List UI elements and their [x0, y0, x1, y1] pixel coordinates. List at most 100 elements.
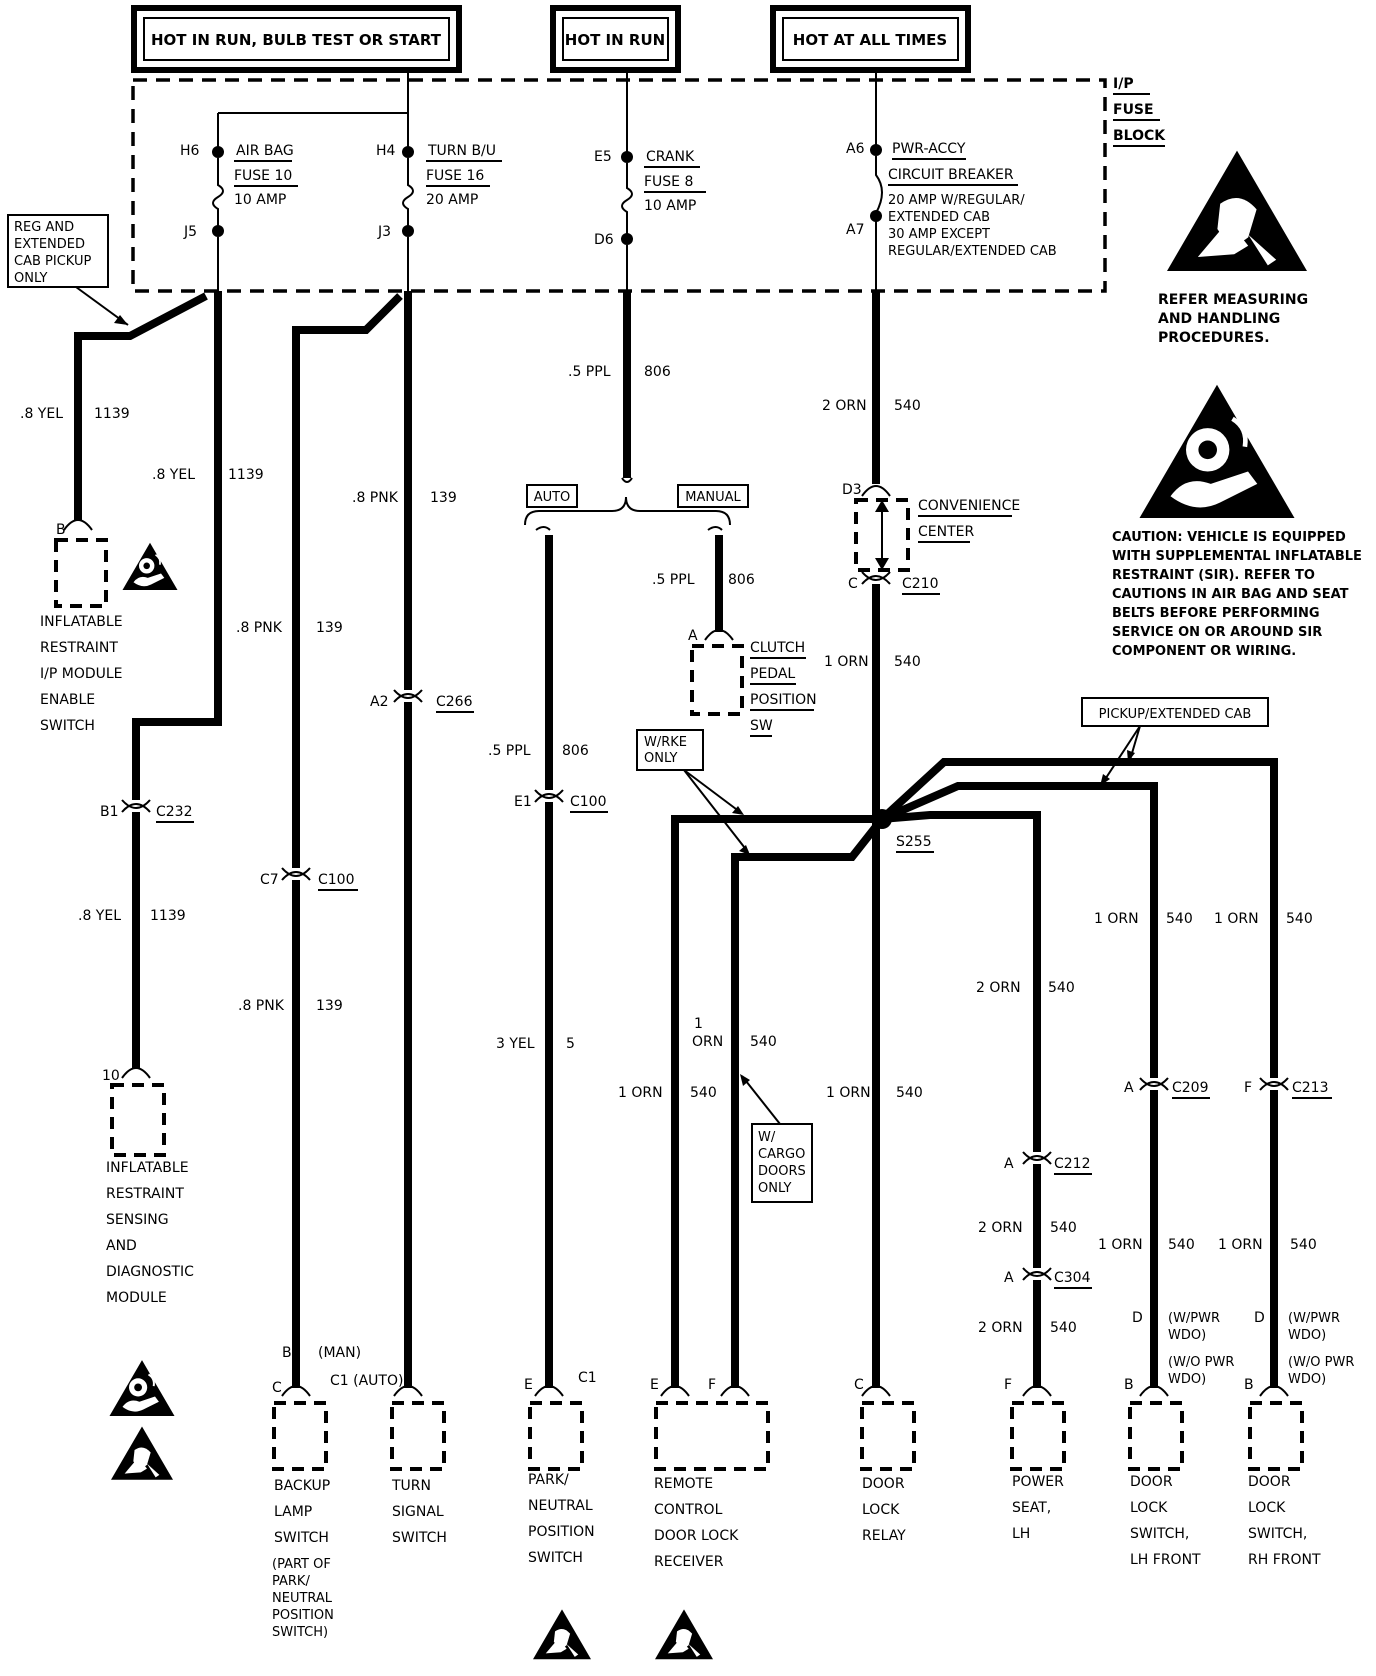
component-backup-lamp-switch: B (MAN) C C1 (AUTO) BACKUP LAMP SWITCH (…	[272, 1345, 403, 1640]
svg-text:RECEIVER: RECEIVER	[654, 1554, 724, 1570]
component-door-lock-switch-lh: D (W/PWR WDO) B (W/O PWR WDO) DOOR LOCK …	[1124, 1310, 1234, 1568]
svg-text:MODULE: MODULE	[106, 1290, 167, 1306]
wire-1139-enable	[63, 237, 219, 531]
svg-text:FUSE: FUSE	[1113, 102, 1154, 118]
note-w-rke: W/RKE ONLY	[636, 729, 750, 855]
svg-text:.8 PNK: .8 PNK	[236, 620, 283, 636]
wire-1139-sdm	[121, 291, 222, 1079]
svg-text:CAB PICKUP: CAB PICKUP	[14, 254, 91, 269]
wire-806-pnp	[534, 526, 564, 1397]
svg-text:F: F	[708, 1377, 716, 1393]
svg-text:1 ORN: 1 ORN	[1214, 911, 1259, 927]
svg-text:CONVENIENCE: CONVENIENCE	[918, 498, 1020, 514]
svg-text:RELAY: RELAY	[862, 1528, 906, 1544]
svg-text:LOCK: LOCK	[862, 1502, 900, 1518]
note-pickup-ext-cab: PICKUP/EXTENDED CAB	[1081, 697, 1269, 786]
svg-text:139: 139	[316, 620, 343, 636]
svg-text:(W/O PWR: (W/O PWR	[1288, 1355, 1354, 1370]
svg-text:REGULAR/EXTENDED CAB: REGULAR/EXTENDED CAB	[888, 244, 1057, 259]
svg-text:540: 540	[1048, 980, 1075, 996]
svg-text:SERVICE ON OR AROUND SIR: SERVICE ON OR AROUND SIR	[1112, 625, 1322, 640]
wire-540-rh	[879, 758, 1289, 1397]
svg-text:PARK/: PARK/	[272, 1574, 310, 1589]
wire-139-backup	[281, 237, 409, 1397]
svg-text:C: C	[848, 576, 858, 592]
svg-text:PEDAL: PEDAL	[750, 666, 795, 682]
svg-text:POSITION: POSITION	[272, 1608, 334, 1623]
wire-540-rke-e	[660, 815, 882, 1397]
wire-139-turn	[393, 291, 423, 1397]
svg-text:139: 139	[430, 490, 457, 506]
svg-text:ONLY: ONLY	[14, 271, 47, 286]
svg-text:RESTRAINT (SIR). REFER TO: RESTRAINT (SIR). REFER TO	[1112, 568, 1315, 583]
svg-text:F: F	[1004, 1377, 1012, 1393]
svg-text:SIGNAL: SIGNAL	[392, 1504, 444, 1520]
svg-text:A: A	[1004, 1156, 1014, 1172]
svg-text:1 ORN: 1 ORN	[618, 1085, 663, 1101]
svg-text:I/P MODULE: I/P MODULE	[40, 666, 123, 682]
svg-text:LAMP: LAMP	[274, 1504, 312, 1520]
wire-540-rke-f	[720, 816, 886, 1397]
air-bag-warning-icon: CAUTION: VEHICLE IS EQUIPPED WITH SUPPLE…	[1112, 385, 1362, 659]
svg-text:SENSING: SENSING	[106, 1212, 169, 1228]
svg-text:.8 PNK: .8 PNK	[238, 998, 285, 1014]
svg-text:FUSE 16: FUSE 16	[426, 168, 484, 184]
icon-stack-left	[108, 1359, 176, 1480]
svg-text:E: E	[524, 1377, 533, 1393]
svg-text:20 AMP: 20 AMP	[426, 192, 478, 208]
esd-icon-bottom-1	[533, 1609, 591, 1660]
svg-text:.5 PPL: .5 PPL	[488, 743, 531, 759]
svg-text:AND HANDLING: AND HANDLING	[1158, 311, 1280, 327]
component-pnp-switch: E C1 PARK/ NEUTRAL POSITION SWITCH	[524, 1370, 597, 1566]
esd-icon-bottom-2	[655, 1609, 713, 1660]
svg-text:POWER: POWER	[1012, 1474, 1064, 1490]
svg-text:INFLATABLE: INFLATABLE	[106, 1160, 189, 1176]
fuse-block: I/P FUSE BLOCK	[131, 76, 1166, 293]
svg-text:(W/PWR: (W/PWR	[1288, 1311, 1340, 1326]
svg-text:BLOCK: BLOCK	[1113, 128, 1166, 144]
circuit-breaker-pwr-accy: A6 A7 PWR-ACCY CIRCUIT BREAKER 20 AMP W/…	[846, 141, 1057, 259]
svg-text:E: E	[650, 1377, 659, 1393]
svg-text:(MAN): (MAN)	[318, 1345, 361, 1361]
svg-text:A7: A7	[846, 222, 864, 238]
svg-text:806: 806	[562, 743, 589, 759]
svg-text:DOOR: DOOR	[1248, 1474, 1291, 1490]
svg-text:ORN: ORN	[692, 1034, 723, 1050]
svg-text:540: 540	[894, 398, 921, 414]
svg-text:CIRCUIT BREAKER: CIRCUIT BREAKER	[888, 167, 1014, 183]
note-reg-ext-cab: REG AND EXTENDED CAB PICKUP ONLY	[7, 214, 129, 326]
svg-text:1 ORN: 1 ORN	[1094, 911, 1139, 927]
svg-text:(W/O PWR: (W/O PWR	[1168, 1355, 1234, 1370]
svg-text:AUTO: AUTO	[534, 490, 571, 505]
svg-text:1 ORN: 1 ORN	[1098, 1237, 1143, 1253]
svg-text:F: F	[1244, 1080, 1252, 1096]
svg-text:LH: LH	[1012, 1526, 1030, 1542]
svg-text:10: 10	[102, 1068, 120, 1084]
svg-text:DOORS: DOORS	[758, 1164, 806, 1179]
svg-text:BACKUP: BACKUP	[274, 1478, 330, 1494]
svg-text:540: 540	[1168, 1237, 1195, 1253]
svg-text:FUSE 8: FUSE 8	[644, 174, 693, 190]
svg-text:W/RKE: W/RKE	[644, 735, 687, 750]
svg-text:REFER MEASURING: REFER MEASURING	[1158, 292, 1308, 308]
svg-text:C: C	[854, 1377, 864, 1393]
svg-text:SWITCH,: SWITCH,	[1248, 1526, 1307, 1542]
svg-text:C: C	[272, 1380, 282, 1396]
svg-text:REMOTE: REMOTE	[654, 1476, 713, 1492]
wire-540-lh	[880, 782, 1169, 1397]
svg-text:C212: C212	[1054, 1156, 1091, 1172]
svg-text:C213: C213	[1292, 1080, 1329, 1096]
svg-text:H4: H4	[376, 143, 396, 159]
svg-text:SWITCH,: SWITCH,	[1130, 1526, 1189, 1542]
svg-text:RH FRONT: RH FRONT	[1248, 1552, 1321, 1568]
svg-text:BELTS BEFORE PERFORMING: BELTS BEFORE PERFORMING	[1112, 606, 1320, 621]
svg-text:SWITCH): SWITCH)	[272, 1625, 328, 1640]
svg-text:WDO): WDO)	[1288, 1328, 1326, 1343]
component-power-seat-lh: F POWER SEAT, LH	[1004, 1377, 1066, 1542]
svg-text:POSITION: POSITION	[750, 692, 817, 708]
svg-text:J5: J5	[183, 224, 197, 240]
svg-text:CENTER: CENTER	[918, 524, 974, 540]
fuse-crank: E5 D6 CRANK FUSE 8 10 AMP	[594, 149, 706, 248]
svg-text:.8 YEL: .8 YEL	[20, 406, 63, 422]
header-hot-run-bulb-start: HOT IN RUN, BULB TEST OR START	[131, 5, 462, 73]
